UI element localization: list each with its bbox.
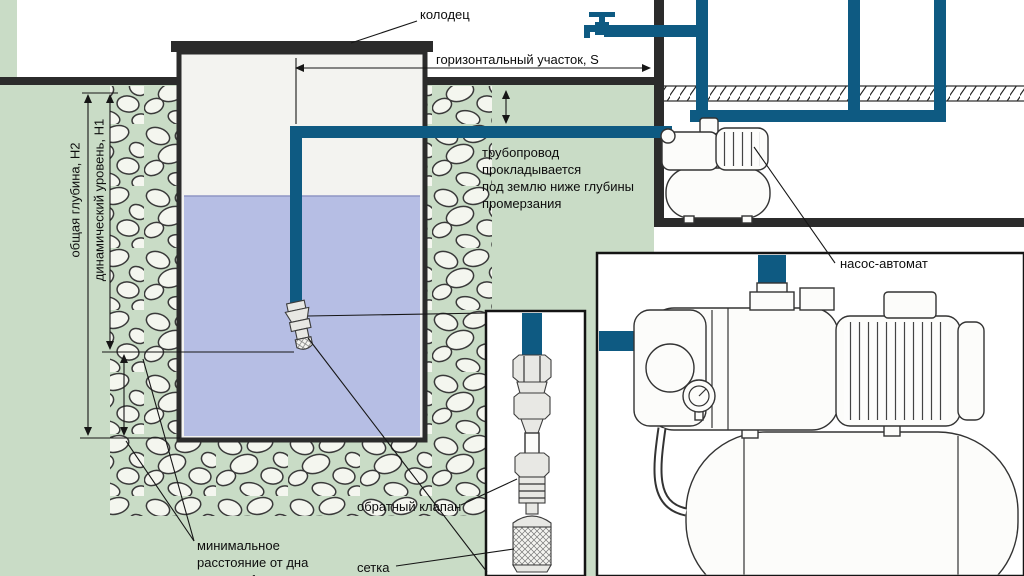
gravel-pack: [110, 86, 492, 516]
well-cap: [171, 41, 433, 52]
suction-pipe: [290, 126, 672, 308]
dimension-lines: [80, 58, 651, 439]
check-valve-detail-drawing: [512, 354, 552, 573]
pipeline-note-line: под землю ниже глубины: [482, 178, 635, 194]
min-distance-line: минимальное: [197, 538, 280, 553]
ground-line-right: [423, 77, 664, 85]
ground-hatch-strip: [664, 86, 1024, 101]
leader-check-valve: [460, 478, 518, 506]
leader-inset-top: [307, 312, 488, 317]
pipeline-note-line: трубопровод: [482, 145, 560, 160]
min-distance-line: колодца 1м: [197, 572, 308, 576]
pump-station-basement: [660, 117, 771, 224]
house-plumbing-pipes: [604, 0, 946, 122]
inset-pipe-stub: [522, 313, 542, 357]
check-valve-inset: [484, 309, 587, 576]
dynamic-level-label: динамический уровень, H1: [91, 118, 107, 282]
ground-edge-top-left: [0, 0, 17, 84]
total-depth-label: общая глубина, H2: [67, 142, 83, 258]
pump-auto-label: насос-автомат: [840, 256, 928, 271]
leader-pump-auto: [753, 146, 836, 264]
horizontal-run-label: горизонтальный участок, S: [436, 52, 599, 67]
house-wall: [654, 0, 664, 227]
leader-min-distance-2: [142, 358, 195, 542]
leader-inset-bottom: [307, 337, 488, 573]
check-valve-label: обратный клапан: [357, 499, 462, 514]
pipeline-note-line: прокладывается: [482, 161, 582, 177]
leader-mesh: [395, 548, 515, 567]
pump-detail-box: [595, 251, 1024, 576]
well-label: колодец: [420, 7, 470, 22]
leader-well: [350, 20, 418, 44]
tap-icon: [584, 12, 615, 38]
min-distance-line: расстояние от дна: [197, 554, 309, 570]
mesh-label: сетка: [357, 560, 390, 575]
leader-min-distance-1: [125, 440, 195, 542]
leader-lines: [125, 20, 836, 573]
pipeline-note-line: промерзания: [482, 195, 562, 211]
pipeline-note: трубопровод прокладывается под землю ниж…: [482, 145, 634, 213]
foot-valve-icon: [284, 299, 314, 350]
pump-station-detail-drawing: [599, 255, 1019, 575]
min-distance-note: минимальное расстояние от дна колодца 1м: [197, 538, 308, 576]
ground-line-left: [0, 77, 179, 85]
basement-floor: [654, 218, 1024, 227]
